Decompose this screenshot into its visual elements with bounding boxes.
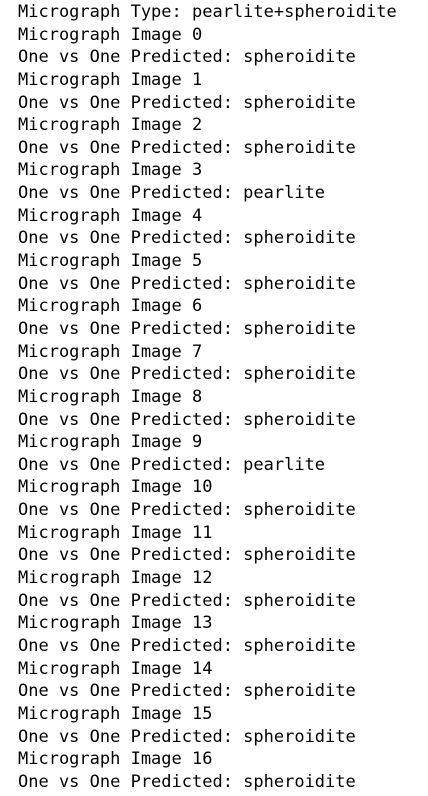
- output-line: One vs One Predicted: pearlite: [18, 183, 326, 204]
- output-line: Micrograph Image 2: [18, 115, 203, 136]
- output-line: One vs One Predicted: pearlite: [18, 454, 326, 475]
- output-line: Micrograph Image 9: [18, 432, 203, 453]
- output-line: One vs One Predicted: spheroidite: [18, 47, 356, 68]
- output-line: One vs One Predicted: spheroidite: [18, 273, 356, 294]
- output-line: Micrograph Image 11: [18, 522, 213, 543]
- output-line: Micrograph Image 4: [18, 205, 203, 226]
- output-line: One vs One Predicted: spheroidite: [18, 681, 356, 702]
- output-line: One vs One Predicted: spheroidite: [18, 590, 356, 611]
- output-line: Micrograph Image 12: [18, 568, 213, 589]
- output-line: One vs One Predicted: spheroidite: [18, 771, 356, 792]
- output-line: Micrograph Image 15: [18, 703, 213, 724]
- output-line: Micrograph Image 8: [18, 386, 203, 407]
- output-line: One vs One Predicted: spheroidite: [18, 409, 356, 430]
- output-line: One vs One Predicted: spheroidite: [18, 318, 356, 339]
- output-line: One vs One Predicted: spheroidite: [18, 545, 356, 566]
- output-line: Micrograph Image 10: [18, 477, 213, 498]
- output-line: Micrograph Image 14: [18, 658, 213, 679]
- output-line: One vs One Predicted: spheroidite: [18, 137, 356, 158]
- output-line: One vs One Predicted: spheroidite: [18, 500, 356, 521]
- output-line: Micrograph Type: pearlite+spheroidite: [18, 2, 397, 22]
- output-line: One vs One Predicted: spheroidite: [18, 635, 356, 656]
- output-line: Micrograph Image 13: [18, 613, 213, 634]
- output-line: Micrograph Image 7: [18, 341, 203, 362]
- output-line: Micrograph Image 5: [18, 251, 203, 272]
- output-line: One vs One Predicted: spheroidite: [18, 726, 356, 747]
- output-line: One vs One Predicted: spheroidite: [18, 228, 356, 249]
- output-line: Micrograph Image 0: [18, 24, 203, 45]
- output-line: Micrograph Image 3: [18, 160, 203, 181]
- output-line: Micrograph Image 6: [18, 296, 203, 317]
- output-line: Micrograph Image 1: [18, 69, 203, 90]
- output-line: One vs One Predicted: spheroidite: [18, 364, 356, 385]
- output-line: One vs One Predicted: spheroidite: [18, 92, 356, 113]
- output-line: Micrograph Image 16: [18, 749, 213, 770]
